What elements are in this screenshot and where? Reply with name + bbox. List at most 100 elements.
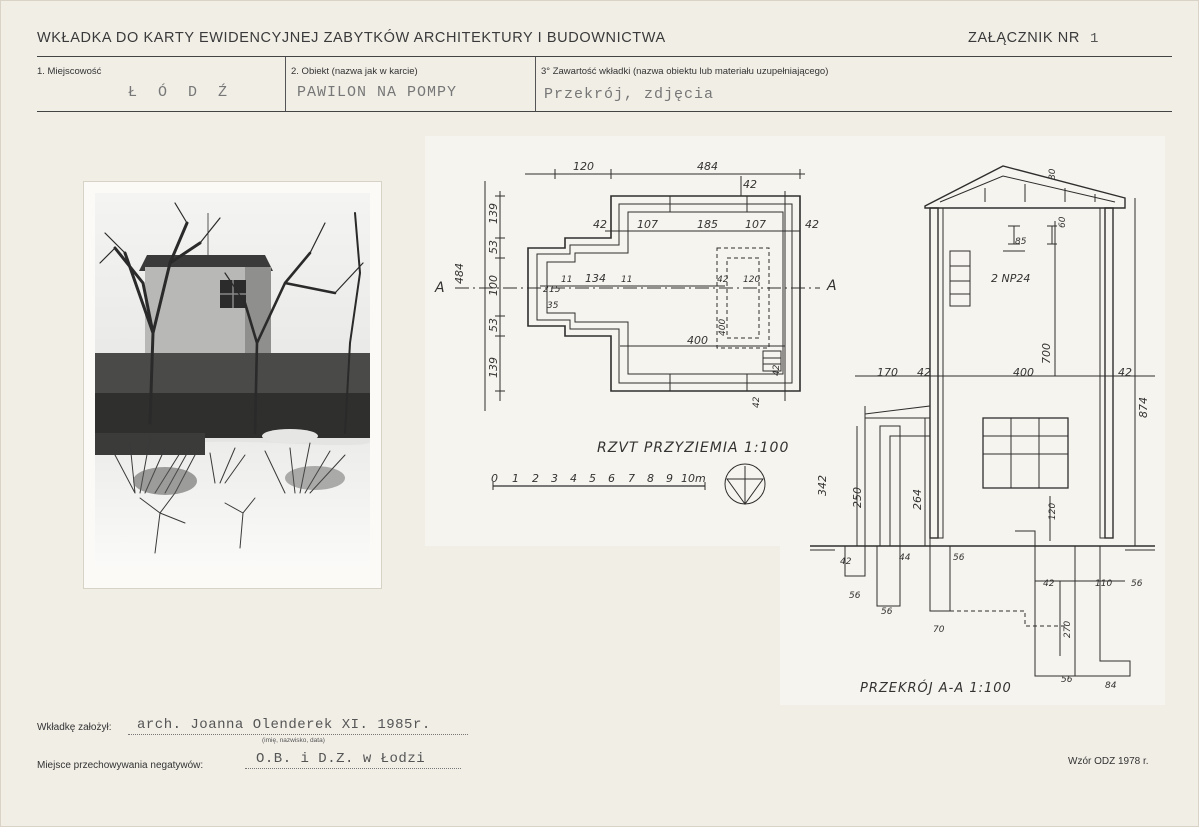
dim-mid-e: 120: [743, 275, 760, 285]
dim-foot-h: 110: [1095, 579, 1112, 589]
scale-2: 2: [532, 472, 539, 485]
beam-label: 2 NP24: [991, 272, 1030, 285]
founded-value: arch. Joanna Olenderek XI. 1985r.: [137, 717, 431, 733]
dim-top-right: 42: [743, 178, 757, 191]
annex-label-text: ZAŁĄCZNIK NR: [968, 30, 1080, 46]
dim-roof: 80: [1048, 168, 1058, 180]
dim-top-total: 484: [697, 160, 718, 173]
scale-8: 8: [647, 472, 654, 485]
dim-left-d: 53: [487, 318, 500, 332]
dim-foot-e: 56: [881, 607, 893, 617]
dim-foot-a: 42: [840, 557, 852, 567]
form-pattern: Wzór ODZ 1978 r.: [1068, 756, 1149, 767]
building-photo: [95, 193, 370, 566]
dim-lower-a: 342: [816, 475, 829, 496]
dim-inner-c: 185: [697, 218, 718, 231]
dim-small-b: 15: [549, 285, 561, 295]
scale-0: 0: [491, 472, 498, 485]
section-drawing: [810, 165, 1155, 677]
founded-underline: [128, 734, 468, 735]
scale-6: 6: [608, 472, 615, 485]
dim-mid-a: 134: [585, 272, 606, 285]
plan-dimensions: 120 484 42 484 139 53 100 53 139 42 107 …: [434, 160, 837, 456]
field-divider-1: [285, 57, 286, 111]
dim-height-inner: 700: [1040, 343, 1053, 364]
card-title: WKŁADKA DO KARTY EWIDENCYJNEJ ZABYTKÓW A…: [37, 30, 666, 46]
founded-label: Wkładkę założył:: [37, 722, 112, 733]
dim-interior: 400: [1013, 366, 1034, 379]
dim-inner-d: 107: [745, 218, 766, 231]
dim-foot-c: 56: [953, 553, 965, 563]
dim-right-b: 42: [752, 396, 762, 408]
section-marker-right: A: [826, 278, 837, 294]
storage-value: O.B. i D.Z. w Łodzi: [256, 751, 426, 767]
dim-top-b: 85: [1015, 237, 1027, 247]
section-title: PRZEKRÓJ A-A 1:100: [860, 680, 1012, 696]
content-value: Przekrój, zdjęcia: [544, 86, 715, 103]
scale-10: 10m: [681, 472, 706, 485]
dim-inner-b: 107: [637, 218, 658, 231]
drawing-sheet-bottom: [780, 540, 1165, 705]
photo-illustration: [95, 193, 370, 566]
dim-mid-d: 42: [717, 275, 729, 285]
scale-3: 3: [551, 472, 558, 485]
dim-foot-d: 56: [849, 591, 861, 601]
locality-label: 1. Miejscowość: [37, 66, 102, 77]
storage-underline: [245, 768, 461, 769]
dim-small-c: 35: [547, 301, 559, 311]
technical-drawing: 120 484 42 484 139 53 100 53 139 42 107 …: [434, 160, 1155, 696]
dim-foot-l: 84: [1105, 681, 1117, 691]
dim-right-a: 42: [772, 364, 782, 376]
dim-inner-a: 42: [593, 218, 607, 231]
plan-title: RZVT PRZYZIEMIA 1:100: [597, 440, 789, 456]
field-divider-2: [535, 57, 536, 111]
dim-left-e: 139: [487, 357, 500, 378]
scale-4: 4: [570, 472, 577, 485]
dim-left-a: 139: [487, 203, 500, 224]
floor-plan: [455, 169, 820, 411]
dim-lower-b: 250: [851, 487, 864, 508]
dim-left-b: 53: [487, 240, 500, 254]
dim-foot-b: 44: [899, 553, 911, 563]
dim-foot-f: 70: [933, 625, 945, 635]
section-marker-left: A: [434, 280, 445, 296]
dim-bottom: 400: [687, 334, 708, 347]
scale-5: 5: [589, 472, 596, 485]
dim-wall-a: 42: [917, 366, 931, 379]
dim-inner-e: 42: [805, 218, 819, 231]
scale-1: 1: [512, 472, 519, 485]
drawing-sheet-top: [425, 136, 1165, 546]
dim-top-left: 120: [573, 160, 594, 173]
content-label: 3° Zawartość wkładki (nazwa obiektu lub …: [541, 66, 829, 77]
scale-7: 7: [628, 472, 635, 485]
header-rule-top: [37, 56, 1172, 57]
dim-mid-b: 11: [561, 275, 572, 285]
dim-foot-k: 56: [1061, 675, 1073, 685]
dim-lower-c: 264: [911, 489, 924, 510]
dim-height-total: 874: [1137, 397, 1150, 418]
scale-bar: [492, 463, 766, 505]
dim-left-ext: 170: [877, 366, 898, 379]
dim-foot-j: 270: [1063, 621, 1073, 638]
object-label: 2. Obiekt (nazwa jak w karcie): [291, 66, 418, 77]
dim-wall-b: 42: [1118, 366, 1132, 379]
dim-left-c: 100: [487, 275, 500, 296]
dim-mid-f: 400: [718, 319, 728, 336]
dim-top-a: 60: [1058, 216, 1068, 228]
dim-foot-i: 56: [1131, 579, 1143, 589]
annex-label: ZAŁĄCZNIK NR 1: [968, 30, 1099, 47]
scale-9: 9: [666, 472, 673, 485]
dim-left-total: 484: [453, 263, 466, 284]
dim-mid-c: 11: [621, 275, 632, 285]
dim-small-a: 2: [543, 285, 549, 295]
founded-hint: (imię, nazwisko, data): [262, 737, 325, 744]
annex-number: 1: [1089, 31, 1099, 47]
dim-foot-g: 42: [1043, 579, 1055, 589]
scale-labels: 0 1 2 3 4 5 6 7 8 9 10m: [491, 472, 706, 485]
dim-lower-d: 120: [1048, 503, 1058, 520]
header-rule-bottom: [37, 111, 1172, 112]
object-value: PAWILON NA POMPY: [297, 84, 458, 101]
locality-value: Ł Ó D Ź: [128, 84, 234, 101]
section-dimensions: 80 60 85 2 NP24 170 42 400 42 700 874 34…: [816, 168, 1150, 696]
